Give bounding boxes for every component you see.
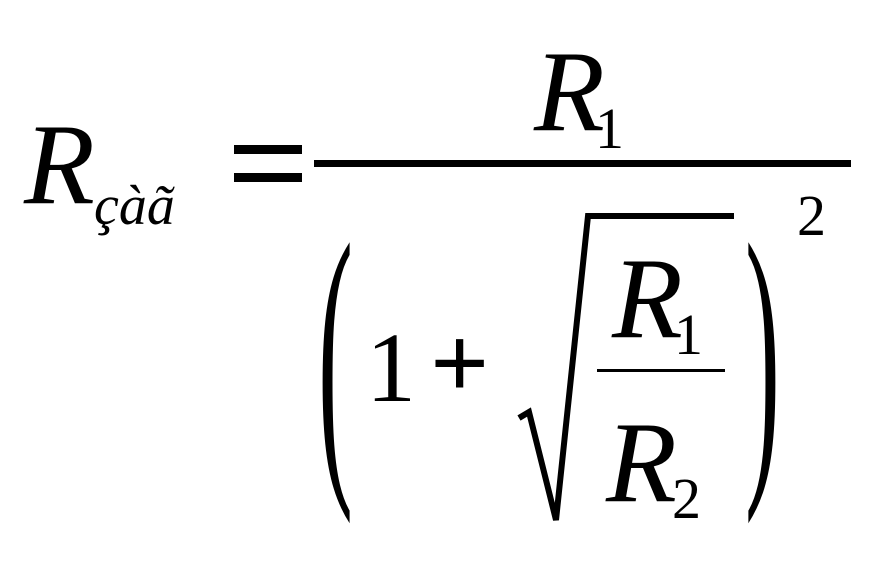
equals-bar-top (234, 145, 302, 154)
denominator-one: 1 (366, 312, 416, 423)
inner-fraction-bar (597, 369, 725, 372)
exponent: 2 (797, 183, 826, 248)
inner-numerator-symbol: R (612, 235, 683, 363)
plus-sign: + (430, 306, 490, 421)
main-fraction-bar (314, 160, 851, 167)
equals-bar-bottom (234, 173, 302, 182)
right-paren: ) (745, 181, 780, 526)
inner-denominator-symbol: R (606, 399, 677, 527)
inner-numerator-subscript: 1 (674, 302, 703, 367)
lhs-subscript: çàã (94, 175, 175, 237)
numerator-symbol: R (534, 28, 605, 156)
lhs-symbol: R (24, 101, 95, 229)
numerator-subscript: 1 (595, 96, 624, 161)
left-paren: ( (318, 181, 353, 526)
inner-denominator-subscript: 2 (672, 466, 701, 531)
